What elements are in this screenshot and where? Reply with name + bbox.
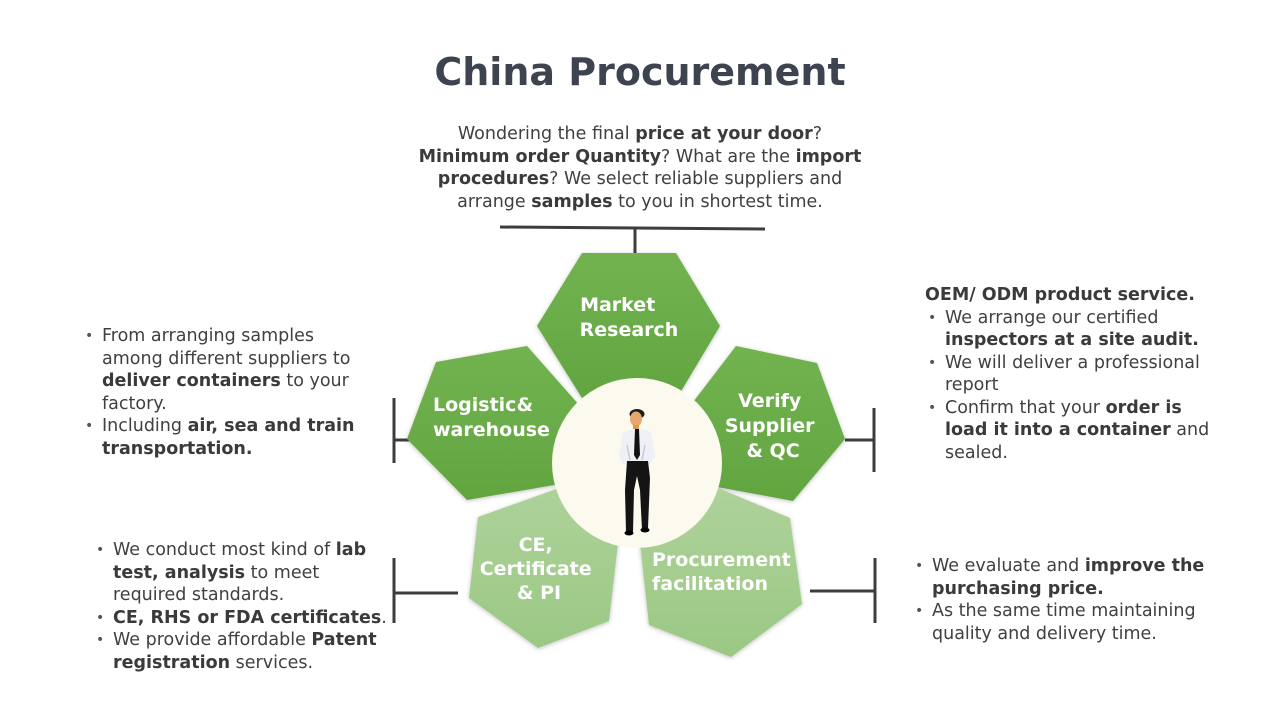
body-text: We arrange our certified bbox=[945, 307, 1159, 328]
emphasis-text: lab test, analysis bbox=[113, 540, 367, 583]
hexagon-label: Verify Supplier & QC bbox=[725, 390, 821, 462]
verify-description: OEM/ ODM product service. We arrange our… bbox=[925, 284, 1225, 464]
emphasis-text: inspectors at a site audit. bbox=[945, 330, 1199, 350]
body-text: ? bbox=[812, 124, 823, 144]
hexagon-label: CE, Certificate & PI bbox=[480, 534, 599, 604]
logistic-description: From arranging samples among different s… bbox=[82, 325, 372, 460]
body-text: From arranging samples among different s… bbox=[102, 326, 351, 369]
emphasis-text: samples bbox=[531, 191, 613, 212]
emphasis-text: import bbox=[795, 146, 862, 167]
certificate-description: We conduct most kind of lab test, analys… bbox=[93, 539, 393, 674]
logistic-bullets: From arranging samples among different s… bbox=[82, 325, 372, 460]
bullet-item: We will deliver a professional report bbox=[925, 352, 1225, 397]
emphasis-text: price at your door bbox=[635, 124, 813, 144]
businessman-icon bbox=[619, 409, 655, 536]
hexagon-label: Procurement facilitation bbox=[652, 549, 797, 595]
intro-text: Wondering the final price at your door? M… bbox=[390, 123, 890, 213]
bullet-item: Confirm that your order is load it into … bbox=[925, 397, 1225, 465]
emphasis-text: procedures bbox=[437, 169, 550, 189]
body-text: Including bbox=[102, 416, 188, 436]
bullet-item: From arranging samples among different s… bbox=[82, 325, 372, 415]
bullet-item: Including air, sea and train transportat… bbox=[82, 415, 372, 460]
procurement-description: We evaluate and improve the purchasing p… bbox=[912, 555, 1212, 645]
connector-right-upper bbox=[845, 408, 876, 472]
verify-heading: OEM/ ODM product service. bbox=[925, 285, 1195, 305]
hexagon-label: Market Research bbox=[580, 294, 679, 341]
body-text: Wondering the final bbox=[457, 124, 636, 144]
page-title: China Procurement bbox=[434, 50, 846, 94]
body-text: We evaluate and bbox=[932, 556, 1085, 576]
bullet-item: We arrange our certified inspectors at a… bbox=[925, 307, 1225, 352]
bullet-item: As the same time maintaining quality and… bbox=[912, 600, 1212, 645]
hexagon-ce-certificate: CE, Certificate & PI bbox=[469, 487, 618, 648]
emphasis-text: deliver containers bbox=[102, 371, 281, 391]
emphasis-text: air, sea and train transportation. bbox=[102, 416, 355, 459]
body-text: . bbox=[381, 607, 387, 628]
connector-right-lower bbox=[810, 558, 877, 623]
bullet-item: We conduct most kind of lab test, analys… bbox=[93, 539, 393, 607]
emphasis-text: Minimum order Quantity bbox=[418, 146, 662, 167]
body-text: to you in shortest time. bbox=[612, 191, 823, 212]
hexagon-logistic-warehouse: Logistic& warehouse bbox=[407, 346, 580, 500]
emphasis-text: CE, RHS or FDA certificates bbox=[113, 607, 382, 628]
emphasis-text: Patent registration bbox=[113, 630, 377, 673]
bullet-item: We provide affordable Patent registratio… bbox=[93, 629, 393, 674]
body-text: We will deliver a professional report bbox=[945, 352, 1200, 396]
body-text: We provide affordable bbox=[113, 630, 312, 650]
emphasis-text: order is load it into a container bbox=[945, 397, 1182, 441]
bullet-item: CE, RHS or FDA certificates. bbox=[93, 607, 393, 630]
body-text: and sealed. bbox=[945, 420, 1210, 463]
bullet-item: We evaluate and improve the purchasing p… bbox=[912, 555, 1212, 600]
body-text: to your factory. bbox=[102, 371, 349, 414]
hexagon-label: Logistic& warehouse bbox=[433, 394, 550, 441]
verify-bullets: We arrange our certified inspectors at a… bbox=[925, 307, 1225, 465]
connector-top bbox=[499, 225, 766, 253]
body-text: As the same time maintaining quality and… bbox=[932, 601, 1196, 644]
certificate-bullets: We conduct most kind of lab test, analys… bbox=[93, 539, 393, 674]
body-text: arrange bbox=[457, 191, 532, 212]
body-text: ? What are the bbox=[661, 146, 796, 167]
connector-left-lower bbox=[392, 558, 458, 623]
body-text: We conduct most kind of bbox=[113, 540, 336, 560]
emphasis-text: improve the purchasing price. bbox=[932, 556, 1205, 599]
hexagon-market-research: Market Research bbox=[537, 253, 720, 398]
procurement-bullets: We evaluate and improve the purchasing p… bbox=[912, 555, 1212, 645]
hexagon-verify-supplier: Verify Supplier & QC bbox=[687, 346, 845, 501]
body-text: ? We select reliable suppliers and bbox=[549, 169, 843, 189]
connector-left-upper bbox=[392, 398, 409, 463]
body-text: services. bbox=[230, 652, 314, 673]
body-text: to meet required standards. bbox=[113, 562, 320, 606]
body-text: Confirm that your bbox=[945, 397, 1106, 418]
